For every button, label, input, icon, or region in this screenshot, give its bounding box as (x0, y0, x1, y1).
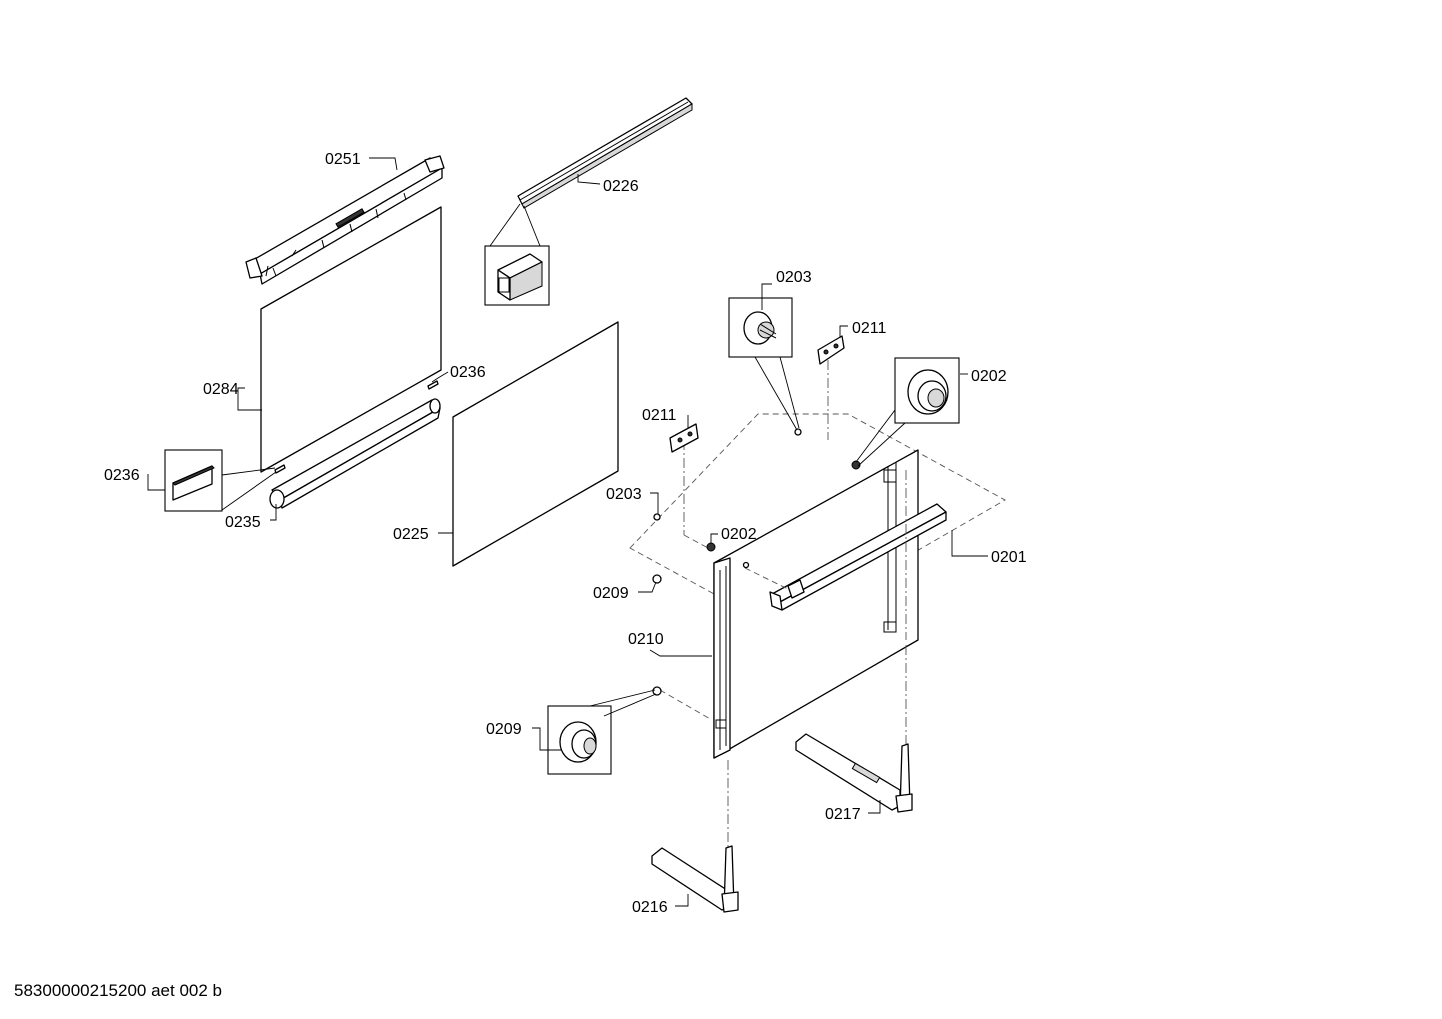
part-0211-hinge-plate-upper (817, 335, 845, 365)
part-0217-hinge-right (795, 733, 913, 813)
detail-box-0203 (728, 297, 800, 431)
label-0235: 0235 (225, 514, 261, 531)
part-0209-feet (652, 574, 662, 696)
part-0251-top-trim (245, 155, 445, 285)
document-code: 58300000215200 aet 002 b (14, 981, 222, 1000)
label-0211-left: 0211 (642, 407, 677, 424)
label-0209-mid: 0209 (593, 585, 629, 602)
part-labels: 0251 0226 0284 0236 0236 0235 0225 0203 … (104, 151, 1027, 916)
part-0284-glass-panel (260, 206, 442, 473)
part-0225-glass-panel (452, 321, 619, 567)
detail-box-0226 (484, 245, 550, 306)
label-0226: 0226 (603, 178, 639, 195)
label-0203-left: 0203 (606, 486, 642, 503)
part-0201-door-frame (713, 449, 919, 759)
hinge-axis-lines (659, 360, 907, 850)
label-leaders (147, 157, 988, 907)
part-0235-bottom-profile (269, 398, 441, 509)
label-0236-left: 0236 (104, 467, 140, 484)
part-0203-screws (653, 428, 802, 569)
label-0202-top: 0202 (971, 368, 1007, 385)
detail-box-0209 (547, 689, 657, 775)
label-0210: 0210 (628, 631, 664, 648)
label-0225: 0225 (393, 526, 429, 543)
part-0236-pads (221, 380, 439, 511)
label-0211-top: 0211 (852, 320, 887, 337)
part-0216-hinge-left (651, 845, 739, 913)
label-0236-top: 0236 (450, 364, 486, 381)
detail-box-0236 (164, 449, 223, 512)
label-0202-mid: 0202 (721, 526, 757, 543)
label-0209-low: 0209 (486, 721, 522, 738)
label-0217: 0217 (825, 806, 861, 823)
part-0201-handle (769, 503, 947, 611)
label-0216: 0216 (632, 899, 668, 916)
part-0226-gasket-strip (489, 97, 693, 247)
label-0201: 0201 (991, 549, 1027, 566)
part-0211-hinge-plate-lower (669, 423, 699, 453)
label-0203-top: 0203 (776, 269, 812, 286)
label-0251: 0251 (325, 151, 361, 168)
detail-box-0202 (855, 357, 960, 467)
label-0284: 0284 (203, 381, 239, 398)
